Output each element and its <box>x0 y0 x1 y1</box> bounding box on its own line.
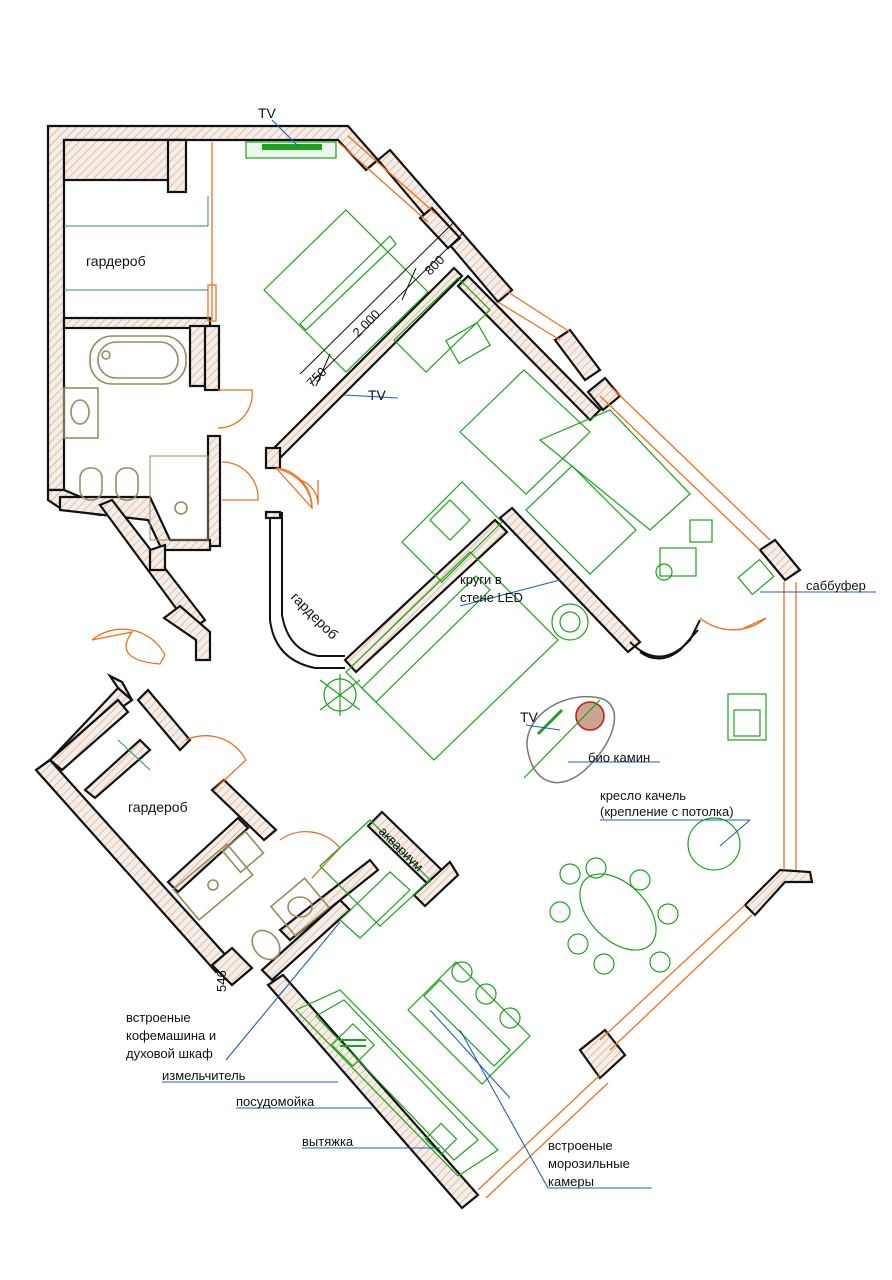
label-swing-chair-1: кресло качель <box>600 788 686 803</box>
label-wardrobe-bottom: гардероб <box>128 799 188 815</box>
label-led-circles-2: стене LED <box>460 590 523 605</box>
furniture <box>64 141 775 1177</box>
dim-bed-length: 2 000 <box>350 307 384 341</box>
label-hood: вытяжка <box>302 1134 354 1149</box>
label-wardrobe-middle: гардероб <box>288 589 341 642</box>
label-coffee-oven-3: духовой шкаф <box>126 1046 213 1061</box>
dim-wall-segment: 546 <box>214 970 229 992</box>
dining-chairs <box>549 857 679 975</box>
label-wardrobe-top: гардероб <box>86 253 146 269</box>
label-coffee-oven-2: кофемашина и <box>126 1028 216 1043</box>
label-swing-chair-2: (крепление с потолка) <box>600 804 734 819</box>
label-led-circles-1: круги в <box>460 572 502 587</box>
bathroom-fixtures <box>63 335 331 961</box>
label-freezers-3: камеры <box>548 1174 594 1189</box>
leader-lines <box>162 119 876 1189</box>
label-bio-fireplace: био камин <box>588 750 650 765</box>
label-subwoofer: саббуфер <box>806 578 866 593</box>
label-coffee-oven-1: встроеные <box>126 1010 191 1025</box>
label-tv-top: TV <box>258 105 277 121</box>
dim-bed-gap: 800 <box>422 252 448 278</box>
label-freezers-2: морозильные <box>548 1156 630 1171</box>
plant-1 <box>319 674 361 716</box>
label-dishwasher: посудомойка <box>236 1094 315 1109</box>
plant-2 <box>551 603 589 641</box>
label-tv-bedroom: TV <box>368 387 387 403</box>
label-tv-living: TV <box>520 709 539 725</box>
exterior-walls <box>34 124 814 1210</box>
bar-stools <box>451 961 521 1029</box>
windows <box>207 135 797 1199</box>
label-grinder: измельчитель <box>162 1068 246 1083</box>
label-freezers-1: встроеные <box>548 1138 613 1153</box>
labels: гардероб гардероб гардероб аквариум TV T… <box>86 105 866 1189</box>
doors <box>91 389 767 879</box>
bed-dimension-lines <box>299 221 465 387</box>
